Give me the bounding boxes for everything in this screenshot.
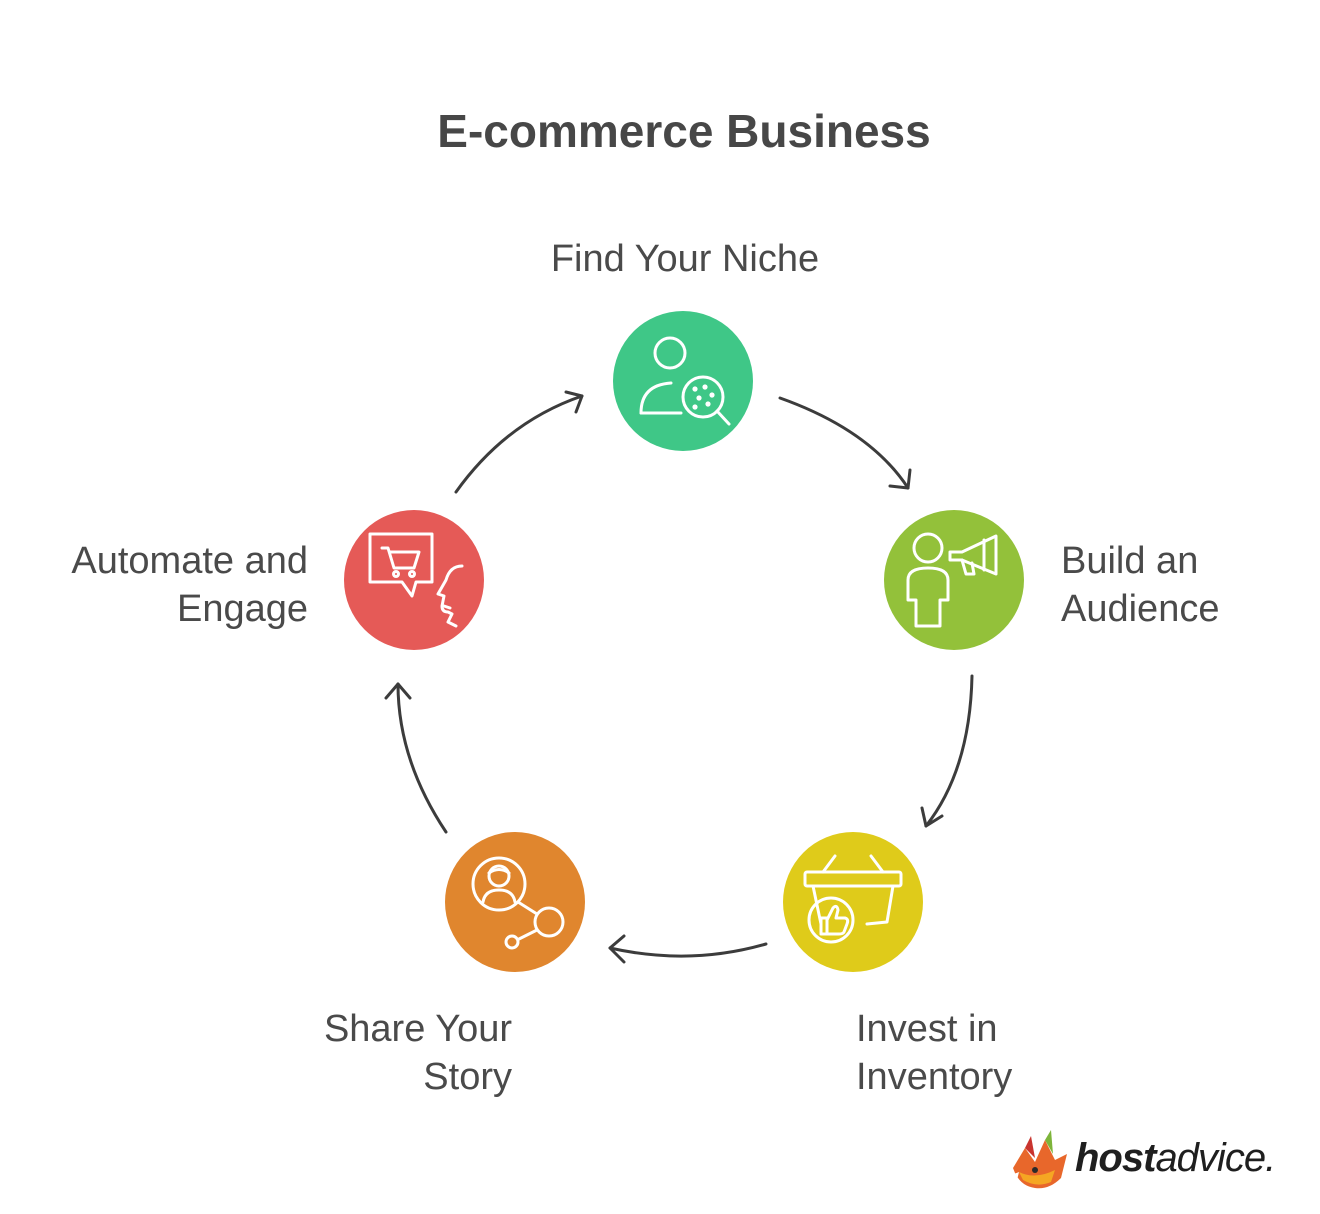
step-circle-invest-in-inventory xyxy=(783,832,923,972)
hostadvice-brand: hostadvice. xyxy=(1005,1128,1285,1194)
person-search-icon xyxy=(613,311,753,451)
step-label-build-an-audience: Build an Audience xyxy=(1061,540,1220,630)
arrow-automate-to-niche-head xyxy=(564,390,584,414)
arrow-niche-to-audience-head xyxy=(888,468,912,490)
diagram-title: E-commerce Business xyxy=(437,105,931,157)
brand-wordmark: hostadvice. xyxy=(1075,1136,1276,1180)
step-circle-automate-and-engage xyxy=(344,510,484,650)
step-label-share-your-story: Share Your Story xyxy=(323,1008,512,1098)
arrow-story-to-automate-head xyxy=(384,682,412,700)
arrow-inventory-to-story-head xyxy=(608,934,626,964)
chat-cart-face-icon xyxy=(344,510,484,650)
step-label-invest-in-inventory: Invest in Inventory xyxy=(856,1008,1013,1098)
step-circle-build-an-audience xyxy=(884,510,1024,650)
step-label-find-your-niche: Find Your Niche xyxy=(550,238,820,280)
arrow-audience-to-inventory-head xyxy=(920,806,944,828)
basket-thumbs-up-icon xyxy=(783,832,923,972)
arrow-audience-to-inventory xyxy=(924,674,974,828)
fox-logo-icon xyxy=(1009,1130,1067,1189)
arrow-story-to-automate xyxy=(396,682,448,834)
step-circle-find-your-niche xyxy=(613,311,753,451)
arrow-niche-to-audience xyxy=(778,396,910,490)
person-megaphone-icon xyxy=(884,510,1024,650)
step-circle-share-your-story xyxy=(445,832,585,972)
arrow-automate-to-niche xyxy=(454,394,584,494)
arrow-inventory-to-story xyxy=(608,942,768,958)
person-share-icon xyxy=(445,832,585,972)
step-label-automate-and-engage: Automate and Engage xyxy=(71,540,308,630)
